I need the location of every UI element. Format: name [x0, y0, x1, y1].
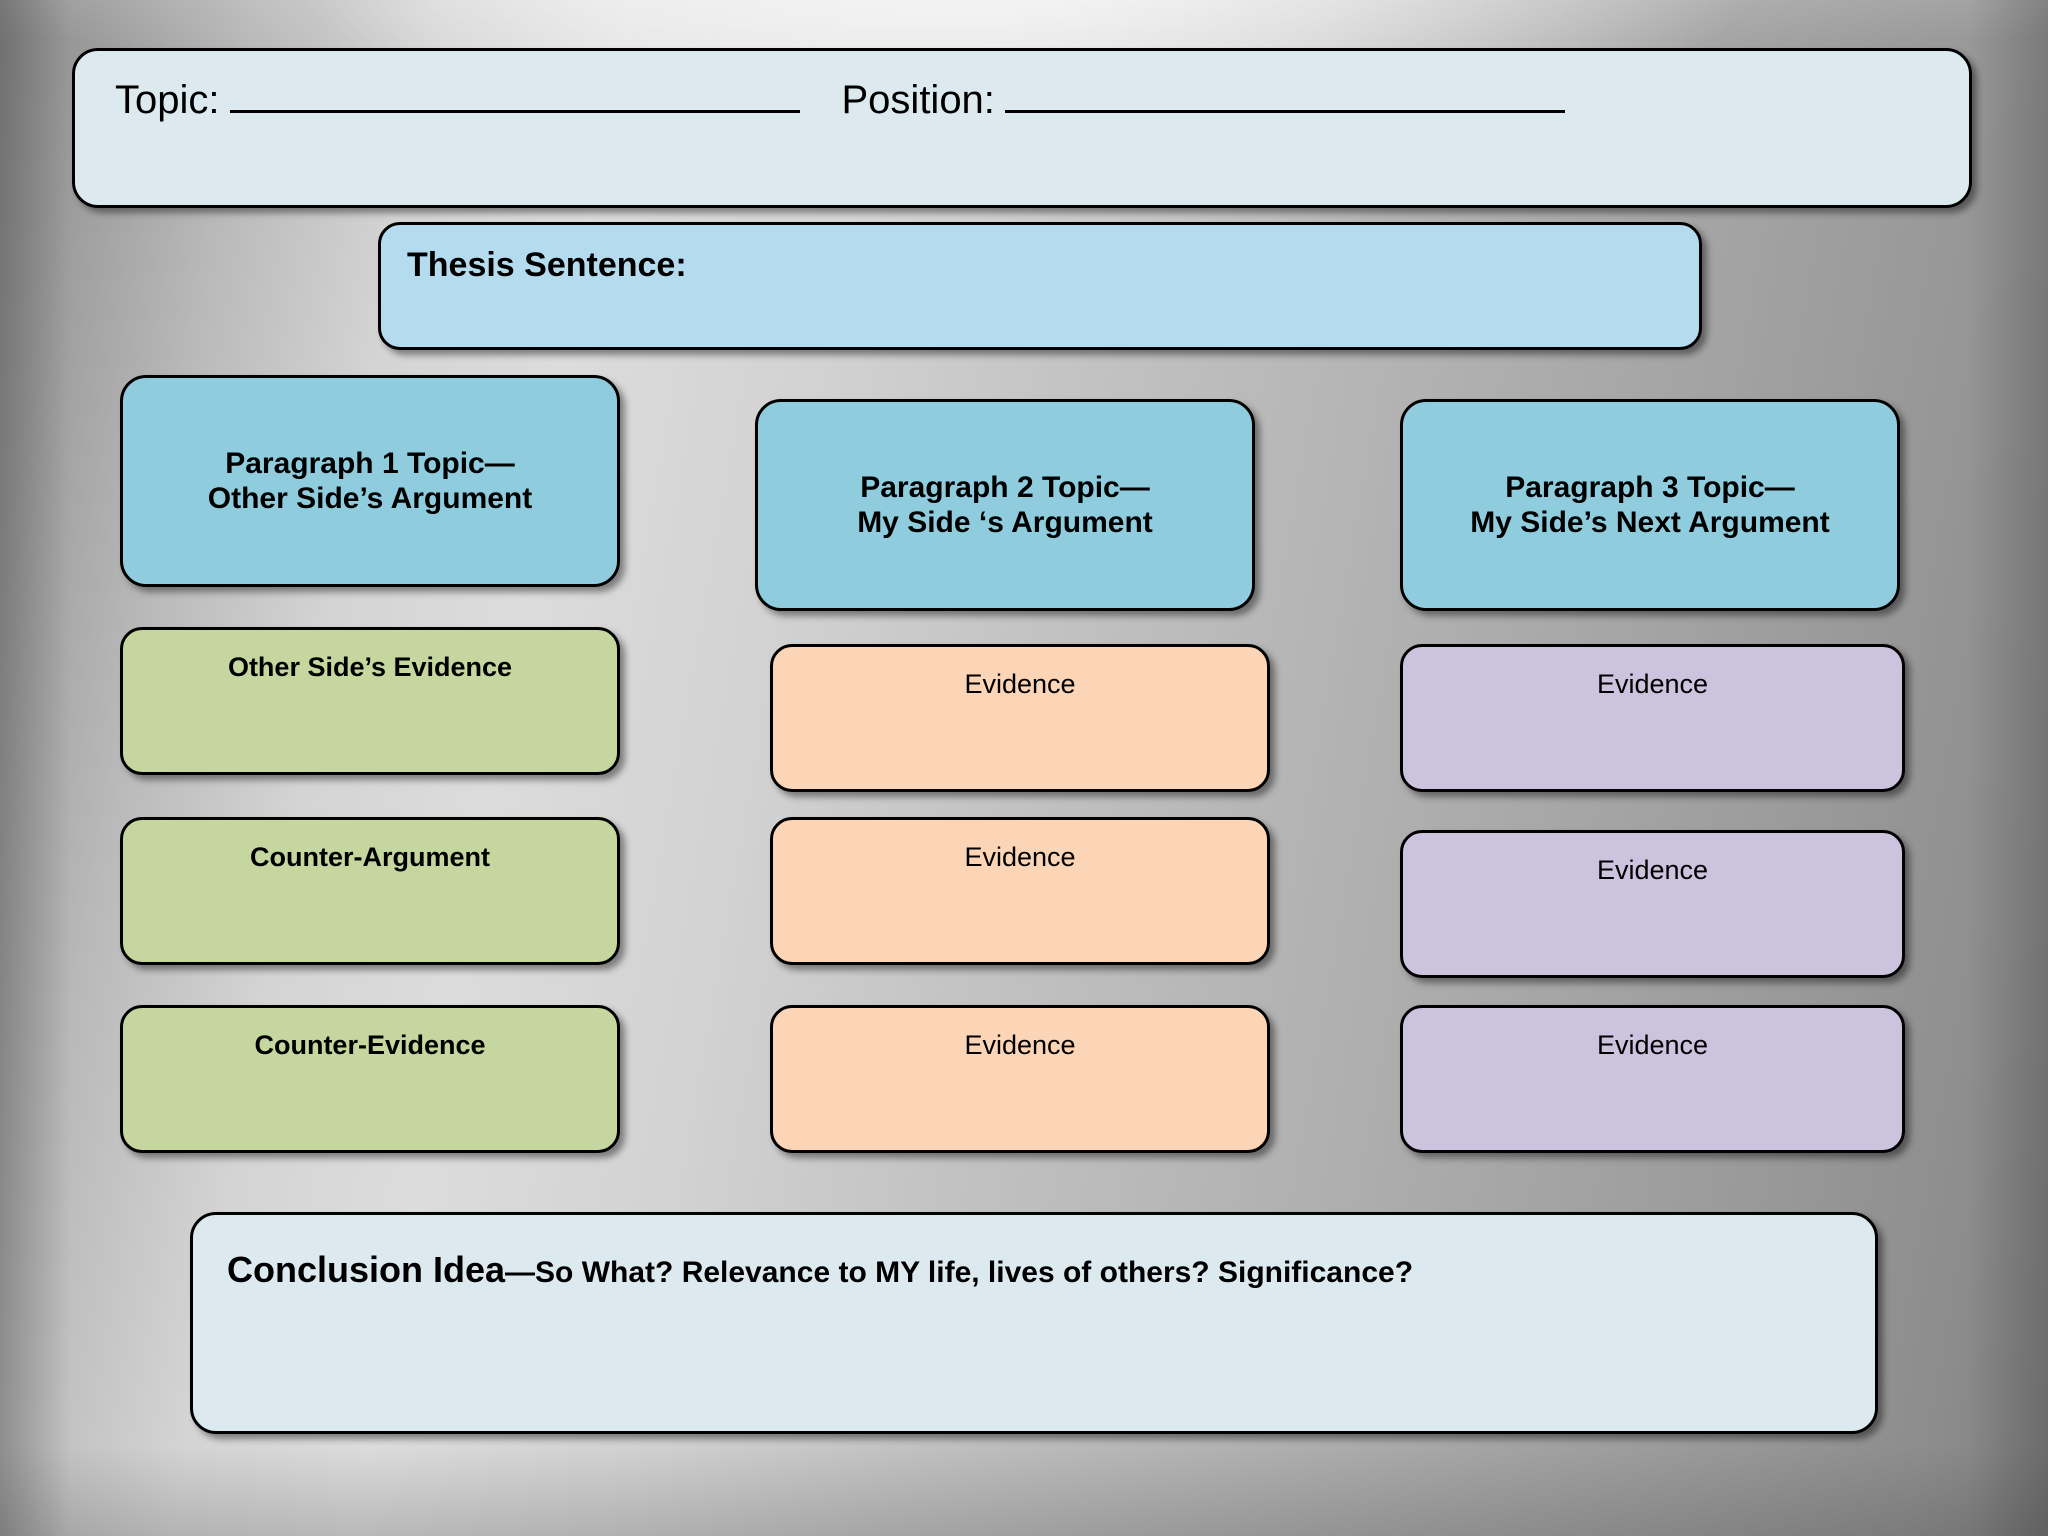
topic-label: Topic: [115, 78, 220, 122]
my-side-evidence-label-2: Evidence [964, 842, 1076, 872]
counter-argument-label: Counter-Argument [250, 842, 490, 872]
topic-position-fields: Topic: Position: [115, 77, 1929, 124]
position-label: Position: [841, 78, 995, 122]
my-side-next-evidence-box-2[interactable]: Evidence [1400, 830, 1905, 978]
my-side-evidence-label-3: Evidence [964, 1030, 1076, 1060]
thesis-sentence-label: Thesis Sentence: [407, 246, 687, 284]
position-input-line[interactable] [1004, 109, 1565, 113]
paragraph-3-topic-box[interactable]: Paragraph 3 Topic— My Side’s Next Argume… [1400, 399, 1900, 611]
my-side-next-evidence-label-1: Evidence [1596, 669, 1709, 699]
paragraph-1-topic-box[interactable]: Paragraph 1 Topic— Other Side’s Argument [120, 375, 620, 587]
thesis-sentence-box[interactable]: Thesis Sentence: [378, 222, 1702, 350]
conclusion-idea-box[interactable]: Conclusion Idea—So What? Relevance to MY… [190, 1212, 1878, 1434]
my-side-evidence-label-1: Evidence [964, 669, 1076, 699]
my-side-next-evidence-label-2: Evidence [1596, 855, 1709, 885]
my-side-next-evidence-label-3: Evidence [1596, 1030, 1709, 1060]
counter-evidence-label: Counter-Evidence [254, 1030, 486, 1060]
my-side-evidence-box-1[interactable]: Evidence [770, 644, 1270, 792]
other-side-evidence-label: Other Side’s Evidence [227, 652, 513, 682]
paragraph-3-topic-line2: My Side’s Next Argument [1470, 506, 1830, 539]
paragraph-2-topic-line1: Paragraph 2 Topic— [860, 470, 1150, 504]
counter-argument-box[interactable]: Counter-Argument [120, 817, 620, 965]
my-side-evidence-box-3[interactable]: Evidence [770, 1005, 1270, 1153]
paragraph-2-topic-box[interactable]: Paragraph 2 Topic— My Side ‘s Argument [755, 399, 1255, 611]
my-side-evidence-box-2[interactable]: Evidence [770, 817, 1270, 965]
conclusion-prompt: —So What? Relevance to MY life, lives of… [505, 1256, 1414, 1289]
my-side-next-evidence-box-1[interactable]: Evidence [1400, 644, 1905, 792]
paragraph-1-topic-line1: Paragraph 1 Topic— [225, 446, 515, 480]
topic-input-line[interactable] [229, 109, 800, 113]
topic-position-bar[interactable]: Topic: Position: [72, 48, 1972, 208]
counter-evidence-box[interactable]: Counter-Evidence [120, 1005, 620, 1153]
conclusion-heading: Conclusion Idea [227, 1249, 506, 1290]
conclusion-prompt-line: Conclusion Idea—So What? Relevance to MY… [227, 1249, 1413, 1291]
paragraph-2-topic-line2: My Side ‘s Argument [857, 506, 1153, 539]
paragraph-1-topic-line2: Other Side’s Argument [207, 482, 533, 515]
my-side-next-evidence-box-3[interactable]: Evidence [1400, 1005, 1905, 1153]
other-side-evidence-box[interactable]: Other Side’s Evidence [120, 627, 620, 775]
paragraph-3-topic-line1: Paragraph 3 Topic— [1505, 470, 1795, 504]
